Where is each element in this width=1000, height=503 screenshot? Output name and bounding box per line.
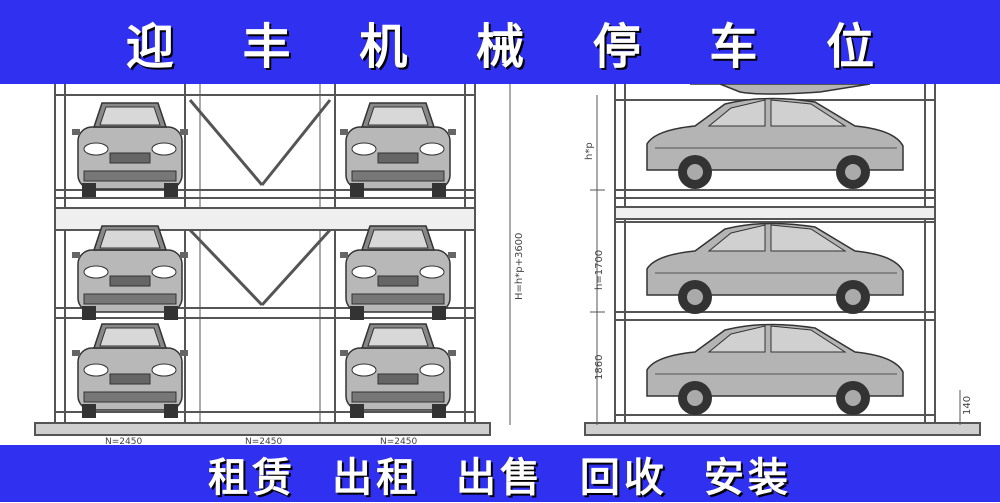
dim-1860: 1860	[594, 355, 605, 380]
bottom-banner: 租赁 出租 出售 回收 安装	[0, 445, 1000, 502]
dim-140: 140	[962, 396, 973, 415]
dim-width-1: N=2450	[105, 437, 142, 445]
page-title: 迎 丰 机 械 停 车 位	[125, 19, 901, 75]
dim-width-3: N=2450	[380, 437, 417, 445]
parking-lift-drawing: H=h*p+3600 N=2450 N=2450 N=2450 h*p h=17…	[34, 84, 981, 445]
dim-hp: h*p	[584, 142, 595, 160]
top-banner: 迎 丰 机 械 停 车 位	[0, 0, 1000, 84]
services-text: 租赁 出租 出售 回收 安装	[208, 453, 792, 501]
front-view-structure	[34, 84, 511, 436]
dim-1700: h=1700	[594, 250, 605, 290]
dim-width-2: N=2450	[245, 437, 282, 445]
dim-total-height: H=h*p+3600	[514, 233, 525, 300]
